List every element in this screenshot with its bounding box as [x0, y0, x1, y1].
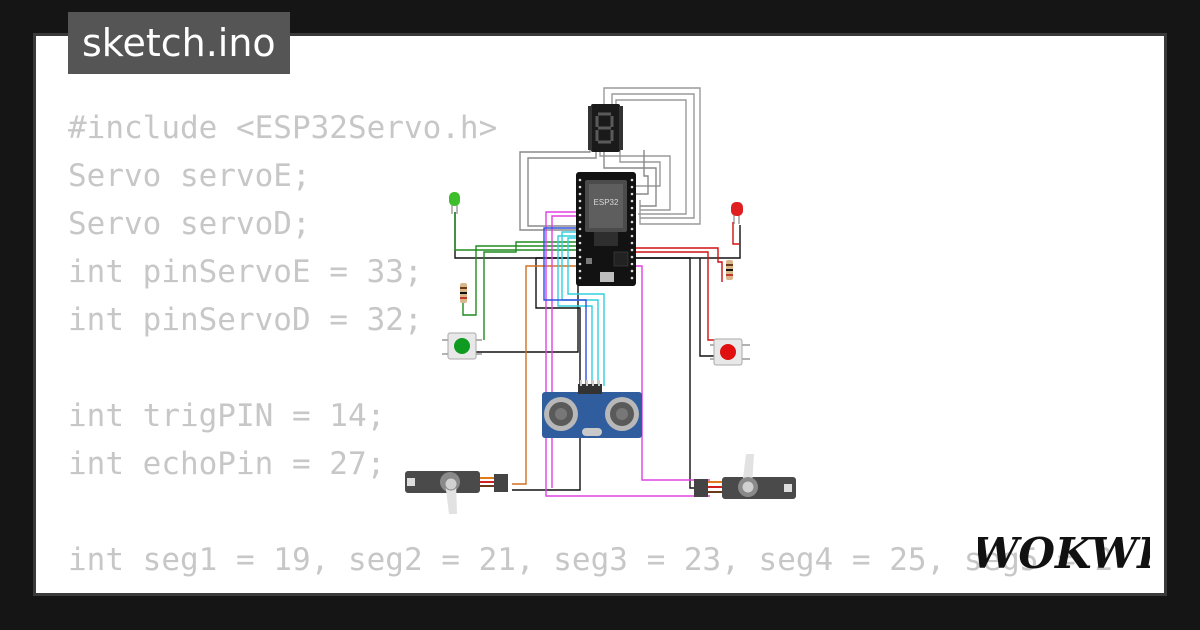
red-pushbutton[interactable]	[710, 338, 750, 366]
code-line: Servo servoD;	[68, 206, 311, 242]
esp32-board[interactable]: ESP32	[576, 172, 636, 286]
ultrasonic-sensor[interactable]	[542, 380, 642, 438]
code-line: int seg1 = 19, seg2 = 21, seg3 = 23, seg…	[68, 542, 1114, 578]
green-resistor	[460, 283, 467, 303]
green-pushbutton[interactable]	[442, 332, 482, 360]
seven-segment-display[interactable]	[588, 104, 623, 152]
code-line: int trigPIN = 14;	[68, 398, 386, 434]
code-line: int seg6 = 13;	[68, 584, 1113, 593]
brand-text: WOKWI	[978, 529, 1150, 576]
red-resistor	[726, 260, 733, 280]
code-line: int pinServoE = 33;	[68, 254, 423, 290]
code-line: Servo servoE;	[68, 158, 311, 194]
code-editor: #include <ESP32Servo.h> Servo servoE; Serv…	[68, 104, 1114, 593]
file-tab[interactable]: sketch.ino	[68, 12, 290, 74]
code-line: int pinServoD = 32;	[68, 302, 423, 338]
green-led[interactable]	[449, 192, 460, 214]
code-line: #include <ESP32Servo.h>	[68, 110, 498, 146]
code-line: int echoPin = 27;	[68, 446, 386, 482]
wokwi-logo[interactable]: WOKWI	[978, 528, 1150, 576]
servo-left[interactable]	[405, 471, 508, 514]
bottom-bar	[0, 596, 1200, 630]
red-led[interactable]	[731, 202, 743, 224]
board-label: ESP32	[594, 198, 619, 207]
servo-right[interactable]	[694, 454, 796, 499]
